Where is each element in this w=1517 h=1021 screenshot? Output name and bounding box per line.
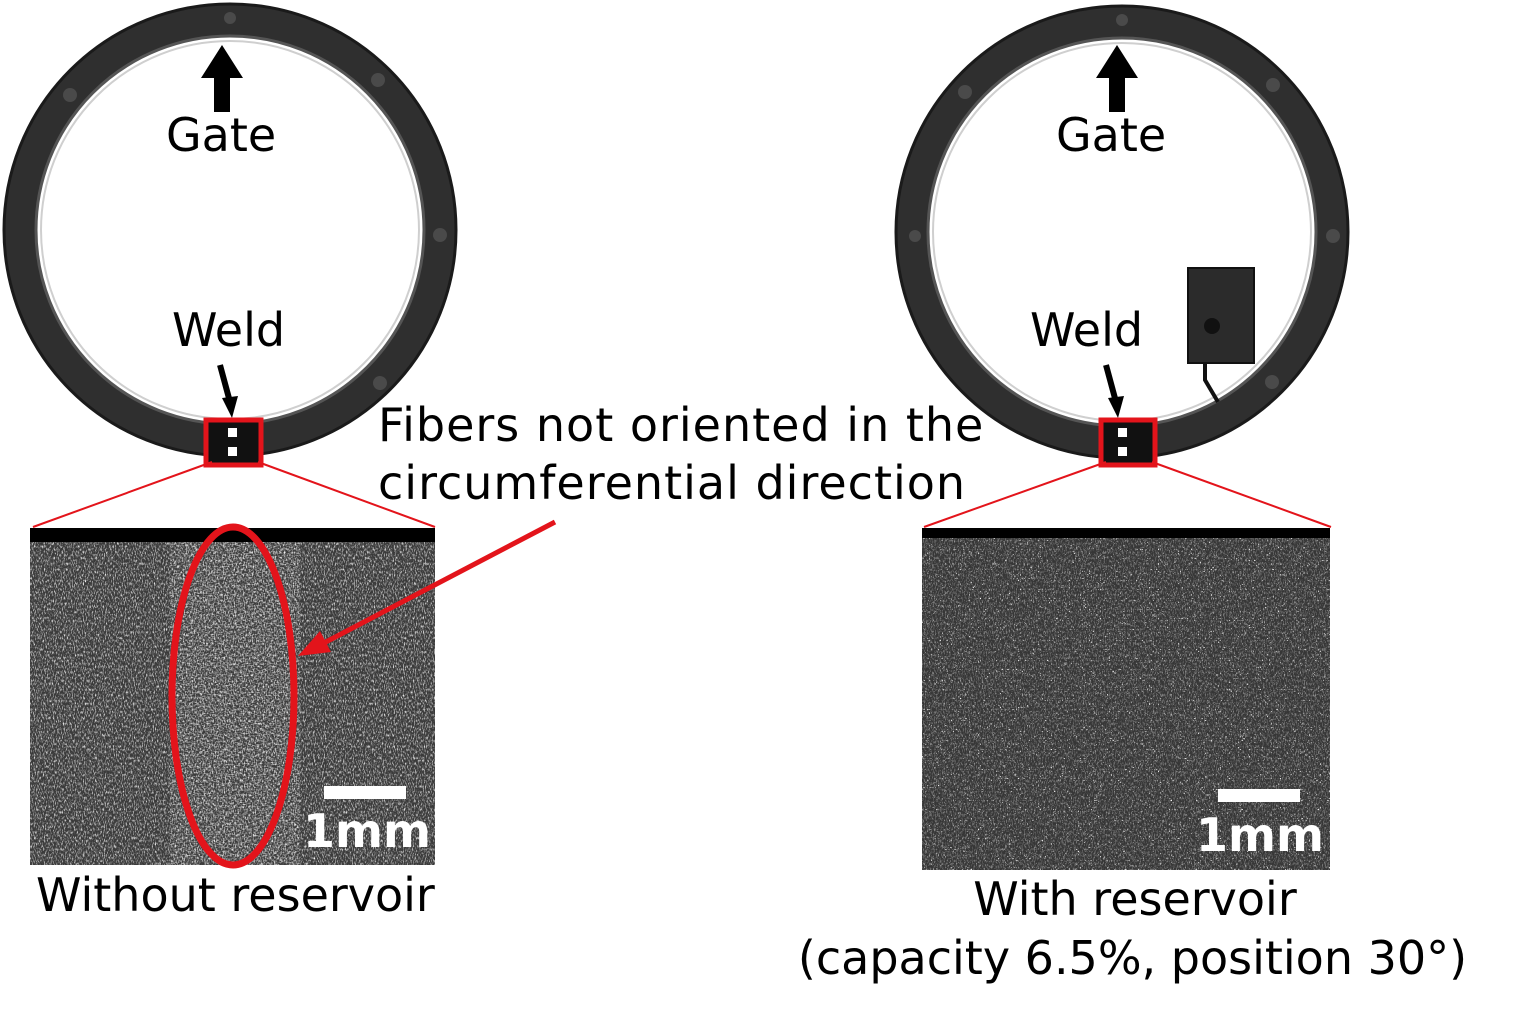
left-panel: [2, 2, 458, 869]
left-weld-highlight-box: [203, 417, 264, 468]
left-weld-arrow-icon: [217, 364, 238, 418]
left-scale-label: 1mm: [303, 804, 431, 858]
left-zoom-line-left: [32, 461, 213, 528]
right-scale-label: 1mm: [1196, 808, 1324, 862]
left-zoom-line-right: [257, 461, 436, 528]
left-gate-label: Gate: [166, 108, 277, 162]
right-caption-line-2: (capacity 6.5%, position 30°): [797, 931, 1468, 985]
left-weld-label: Weld: [172, 303, 286, 357]
left-scale-bar: [324, 786, 406, 799]
right-zoom-line-right: [1151, 461, 1332, 528]
left-fiber-highlight-ellipse: [168, 523, 298, 869]
right-gate-arrow-icon: [1096, 45, 1138, 112]
annotation-line-1: Fibers not oriented in the: [378, 398, 985, 452]
right-weld-highlight-box: [1098, 417, 1158, 468]
right-scale-bar: [1218, 789, 1300, 802]
left-gate-arrow-icon: [201, 45, 243, 112]
right-micrograph: [922, 528, 1330, 870]
right-caption-line-1: With reservoir: [973, 872, 1297, 926]
right-zoom-line-left: [923, 461, 1107, 528]
annotation-text: Fibers not oriented in the circumferenti…: [378, 396, 984, 512]
annotation-line-2: circumferential direction: [378, 456, 967, 510]
right-weld-arrow-icon: [1103, 364, 1124, 418]
reservoir-tab: [1187, 267, 1255, 404]
left-micrograph: [30, 528, 435, 865]
right-panel: [894, 4, 1350, 870]
annotation-arrow-icon: [298, 519, 557, 656]
right-gate-label: Gate: [1056, 108, 1167, 162]
left-caption: Without reservoir: [36, 868, 435, 922]
right-weld-label: Weld: [1030, 303, 1144, 357]
